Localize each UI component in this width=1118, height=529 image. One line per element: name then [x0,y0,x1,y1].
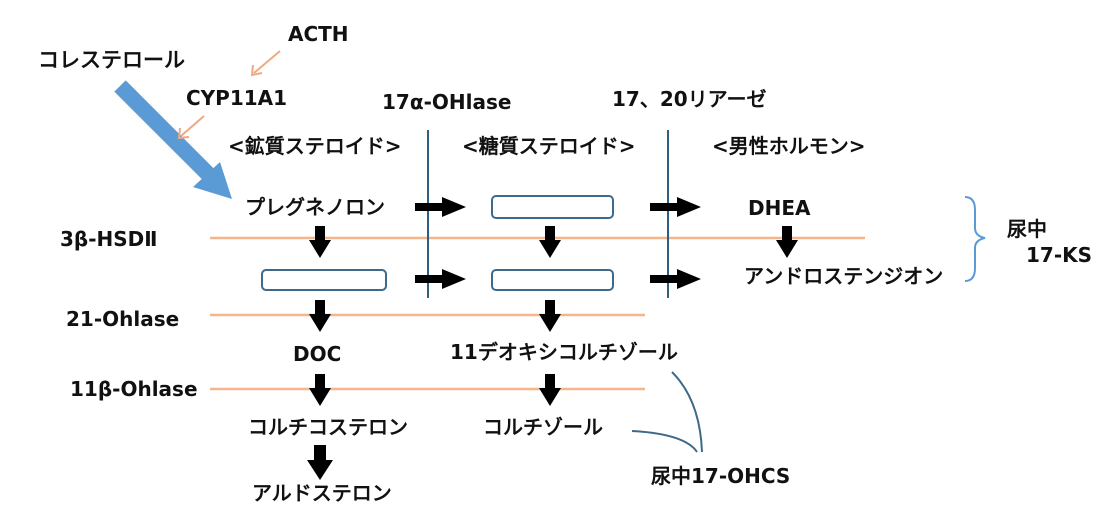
acth-arrow-1 [253,50,281,74]
column-header-androgen: <男性ホルモン> [712,134,866,158]
arrow-down [309,300,331,332]
urine-ks-label-line2: 17-KS [1026,243,1093,267]
arrow-right [415,269,466,289]
arrow-down [307,445,333,480]
arrow-down [539,374,561,406]
acth-arrow-2-head [177,127,190,140]
arrow-down [309,226,331,258]
hydroxylase17a-label: 17α-OHlase [382,90,512,114]
aldosterone-label: アルドステロン [252,481,392,505]
dhea-label: DHEA [748,196,811,220]
cortisol-label: コルチゾール [483,415,603,439]
corticosterone-label: コルチコステロン [248,415,408,439]
arrow-right [650,197,701,217]
horizontal-arrows [415,197,701,289]
arrow-down [776,226,798,258]
ohcs-bracket-upper [671,371,703,453]
androstenedione-label: アンドロステンジオン [744,264,944,288]
cholesterol-label: コレステロール [38,48,185,72]
intermediate-box-glucocorticoid-mid [491,269,614,291]
arrow-right [650,269,701,289]
arrow-right [415,197,466,217]
cyp11a1-label: CYP11A1 [186,86,288,110]
ks-bracket [964,196,986,282]
hydroxylase21-label: 21-Ohlase [66,307,180,331]
cholesterol-arrow-head [193,162,232,199]
acth-arrow-2 [180,115,205,137]
intermediate-box-mineralocorticoid-mid [261,269,387,291]
hydroxylase11b-label: 11β-Ohlase [70,377,198,401]
lyase1720-label: 17、20リアーゼ [612,87,767,111]
column-header-glucocorticoid: <糖質ステロイド> [462,134,636,158]
intermediate-box-glucocorticoid-top [491,195,614,219]
pregnenolone-label: プレグネノロン [245,195,385,219]
doc-label: DOC [293,342,342,366]
acth-label: ACTH [288,22,349,46]
urine-ohcs-label: 尿中17-OHCS [651,464,791,488]
vertical-arrows [307,226,798,480]
arrow-down [309,374,331,406]
urine-ks-label-line1: 尿中 [1007,217,1047,241]
column-header-mineralocorticoid: <鉱質ステロイド> [228,134,402,158]
hsd3b-label: 3β-HSDⅡ [60,227,158,251]
acth-arrow-1-head [250,64,263,77]
arrow-down [539,300,561,332]
cholesterol-arrow-shaft [114,80,216,182]
deoxycortisol-label: 11デオキシコルチゾール [450,340,678,364]
ohcs-bracket-lower [631,430,698,453]
arrow-down [539,226,561,258]
